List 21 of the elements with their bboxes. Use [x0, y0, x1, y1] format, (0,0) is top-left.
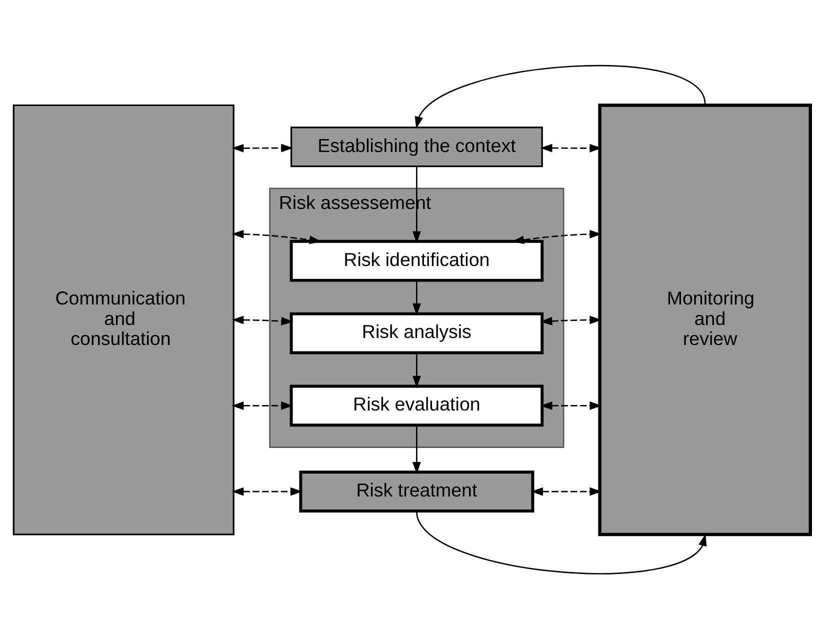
node-box: Risk identification	[290, 240, 544, 282]
node-box: Risk analysis	[290, 312, 544, 354]
arrow	[540, 401, 602, 410]
arrow	[530, 487, 602, 496]
node-box: Risk treatment	[299, 470, 534, 512]
arrow	[232, 144, 294, 152]
node-box: Monitoring and review	[598, 104, 812, 536]
arrow	[540, 316, 602, 326]
arrow	[540, 144, 602, 152]
arrow	[414, 65, 706, 129]
arrow	[412, 353, 421, 388]
arrow	[232, 316, 294, 326]
node-box: Communication and consultation	[12, 104, 234, 536]
node-box: Establishing the context	[290, 126, 543, 168]
arrow	[412, 425, 421, 474]
arrow	[412, 166, 421, 244]
arrow	[232, 401, 294, 410]
arrow	[232, 487, 302, 496]
arrow	[416, 511, 707, 574]
node-box: Risk evaluation	[290, 384, 544, 427]
arrow	[412, 280, 421, 316]
